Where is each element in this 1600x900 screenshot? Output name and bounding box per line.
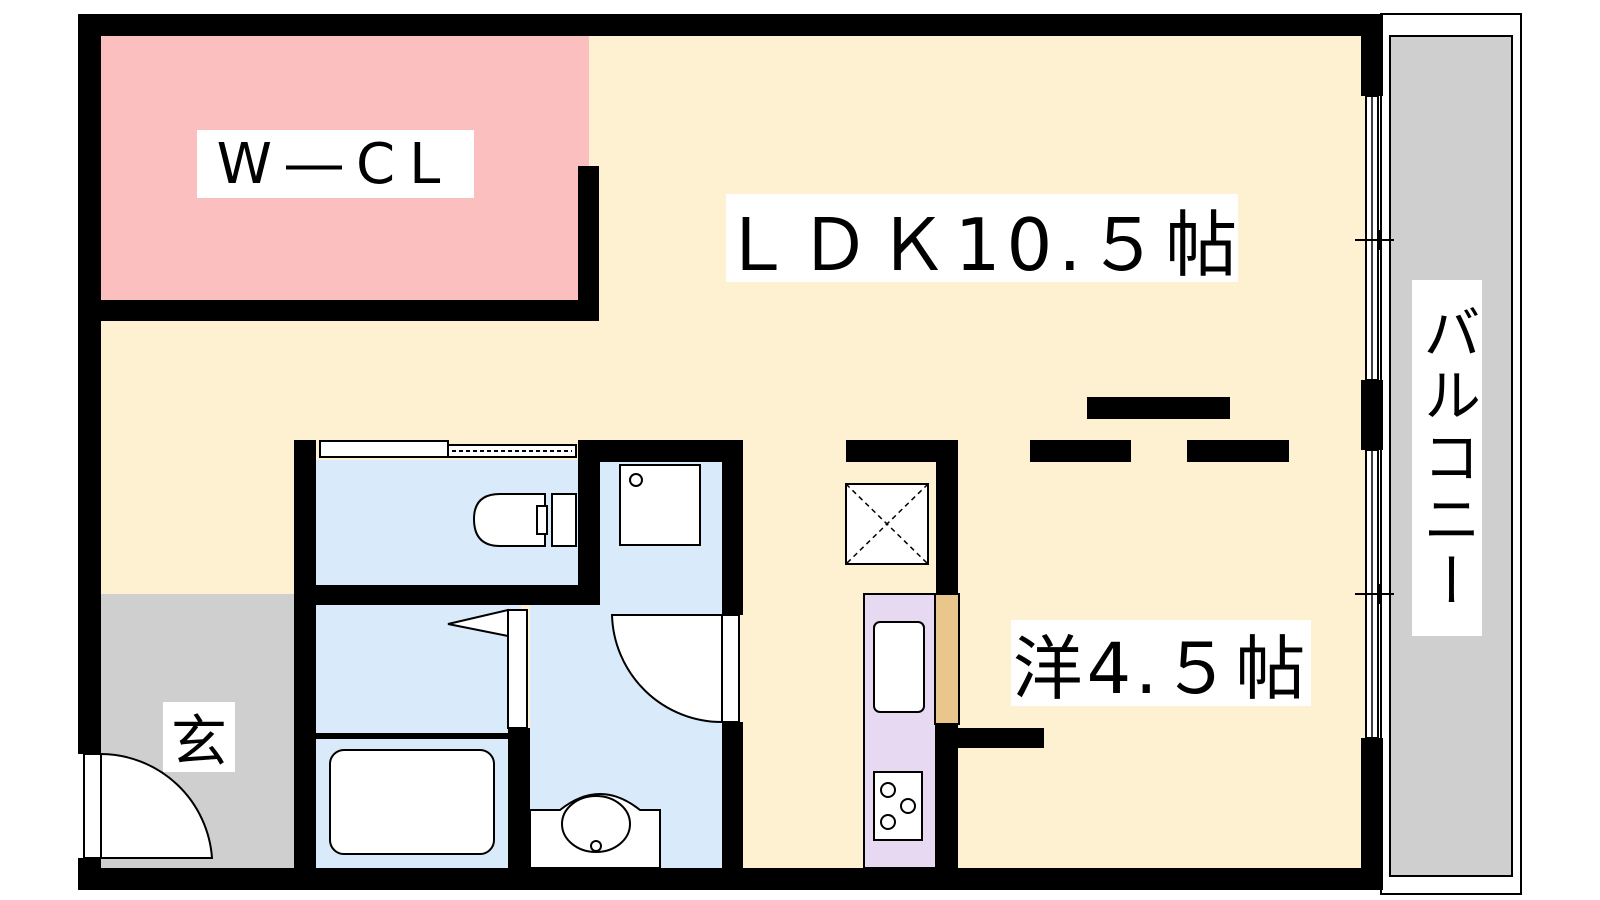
wash-wall-right-lower: [722, 722, 743, 870]
walk-in-closet-label: W―CL: [197, 130, 474, 198]
bath-wall-right: [508, 728, 530, 870]
balcony-window-upper: [1355, 95, 1394, 381]
kitchen-wall-top: [846, 440, 958, 462]
wash-door-icon: [610, 614, 740, 724]
wash-wall-right-upper: [722, 440, 743, 615]
wcl-wall-bottom: [101, 300, 599, 321]
ldk-label: ＬＤＫ10.５帖: [721, 194, 1238, 287]
entrance-label: 玄: [163, 702, 235, 775]
stove-icon: [873, 771, 923, 841]
western-room-label: 洋4.５帖: [1011, 620, 1311, 710]
wall-bottom: [78, 868, 1381, 890]
toilet-wall-left: [294, 440, 316, 878]
western-wall-stub: [958, 728, 1044, 748]
wet-wall-top-right: [578, 440, 743, 462]
balcony-label: バルコニー: [1412, 280, 1482, 636]
bathtub-icon: [329, 749, 495, 855]
partition-mark-right: [1187, 440, 1289, 462]
bath-wall-top: [316, 733, 530, 739]
wall-left-upper: [78, 14, 101, 754]
bath-door-icon: [447, 608, 528, 729]
toilet-icon: [472, 493, 577, 547]
kitchen-wall-right-lower: [936, 724, 958, 870]
kitchen-partition: [934, 593, 960, 725]
fridge-space-icon: [845, 483, 929, 565]
washing-machine-icon: [619, 464, 701, 546]
wall-right-bottom: [1361, 738, 1383, 890]
partition-mark-left: [1030, 440, 1131, 462]
wall-right-mid: [1361, 380, 1383, 450]
kitchen-wall-right: [936, 440, 958, 594]
balcony-outer-frame: [1380, 13, 1522, 895]
wall-left-lower: [78, 858, 101, 890]
entrance-door-icon: [83, 752, 214, 859]
kitchen-sink-icon: [873, 621, 925, 713]
toilet-window: [319, 440, 577, 458]
wall-right-top: [1361, 14, 1383, 96]
wash-basin-icon: [529, 793, 661, 869]
toilet-wall-right: [578, 440, 600, 605]
partition-mark-top: [1087, 397, 1230, 419]
balcony-window-lower: [1355, 449, 1394, 739]
balcony-inner-frame: [1389, 35, 1513, 877]
toilet-wall-bottom: [316, 585, 600, 605]
wcl-wall-right: [578, 166, 599, 321]
wall-top: [78, 14, 1381, 36]
